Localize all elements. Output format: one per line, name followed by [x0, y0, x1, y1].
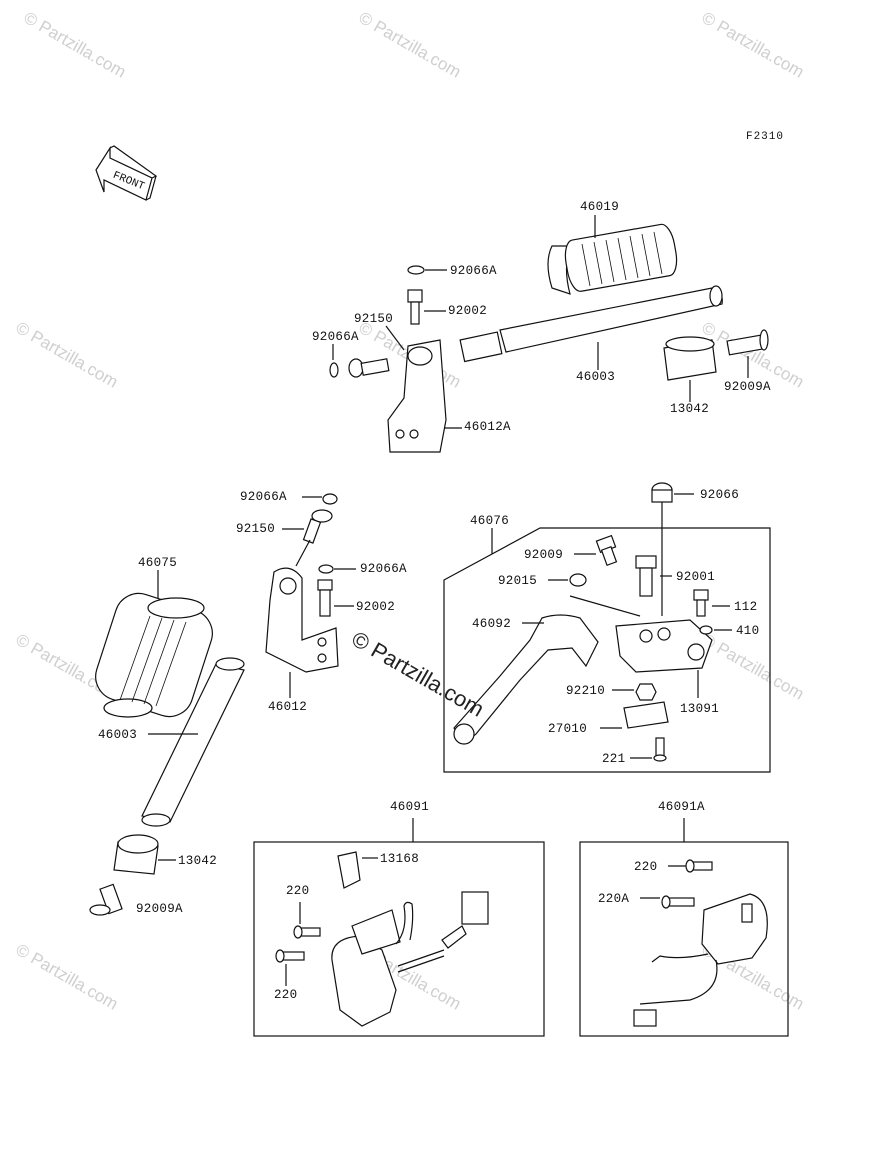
part-label: 220	[634, 860, 658, 874]
part-label: 92009A	[724, 380, 771, 394]
clip-13168	[337, 851, 361, 889]
part-label: 46003	[576, 370, 616, 384]
washer-410	[699, 625, 713, 635]
part-label: 220	[286, 884, 310, 898]
throttle-tube-46003	[141, 657, 245, 827]
washer-92066A	[407, 265, 425, 275]
bolt-112	[693, 589, 709, 617]
part-label: 13042	[670, 402, 710, 416]
part-label: 92066A	[240, 490, 287, 504]
cap-92066	[651, 482, 673, 503]
switch-27010	[623, 701, 669, 729]
washer-92066A	[318, 564, 334, 574]
bolt-92150	[348, 358, 390, 378]
part-label: 46076	[470, 514, 510, 528]
throttle-tube-46003	[459, 285, 723, 363]
part-label: 46012A	[464, 420, 511, 434]
bracket-46012A	[387, 339, 447, 453]
part-label: 92150	[354, 312, 394, 326]
part-label: 46091	[390, 800, 430, 814]
part-label: 220A	[598, 892, 630, 906]
screw-220	[293, 925, 321, 939]
lever-bracket-13091	[615, 619, 713, 673]
left-switch-box	[253, 841, 545, 1037]
part-label: 92009A	[136, 902, 183, 916]
part-label: 92210	[566, 684, 606, 698]
screw-220A	[661, 895, 695, 909]
washer-92066A	[329, 362, 339, 378]
bolt-92009A	[726, 329, 769, 356]
washer-92066A	[322, 493, 338, 505]
part-label: 92066A	[312, 330, 359, 344]
part-label: 46019	[580, 200, 620, 214]
switch-housing-46091	[331, 891, 489, 1027]
part-label: 92002	[448, 304, 488, 318]
bolt-92002	[407, 289, 423, 325]
part-label: 112	[734, 600, 758, 614]
part-label: 410	[736, 624, 760, 638]
part-label: 13042	[178, 854, 218, 868]
screw-220	[685, 859, 713, 873]
part-label: 92066A	[450, 264, 497, 278]
part-label: 46075	[138, 556, 178, 570]
part-label: 46012	[268, 700, 308, 714]
bolt-92150	[302, 509, 333, 544]
nut-92210	[635, 683, 657, 701]
screw-221	[653, 737, 667, 762]
screw-220	[275, 949, 305, 963]
bolt-92001	[635, 555, 657, 597]
part-label: 92150	[236, 522, 276, 536]
switch-housing-46091A	[633, 893, 768, 1027]
part-label: 92009	[524, 548, 564, 562]
right-grip-46019	[547, 223, 678, 295]
part-label: 46003	[98, 728, 138, 742]
lever-46092	[453, 614, 599, 745]
pivot-92015	[569, 573, 587, 587]
part-label: 92015	[498, 574, 538, 588]
part-label: 46091A	[658, 800, 705, 814]
part-label: 27010	[548, 722, 588, 736]
part-label: 220	[274, 988, 298, 1002]
bolt-92002	[317, 579, 333, 617]
bolt-92009A	[89, 883, 123, 916]
bracket-46012	[265, 567, 339, 673]
lever-assembly-box	[443, 527, 771, 773]
part-label: 13091	[680, 702, 720, 716]
front-arrow-icon: FRONT	[95, 145, 158, 201]
collar-13042	[113, 834, 159, 875]
left-grip-46075	[95, 592, 213, 718]
bolt-92009	[595, 534, 618, 566]
part-label: 13168	[380, 852, 420, 866]
part-label: 46092	[472, 617, 512, 631]
figure-code: F2310	[745, 131, 784, 143]
part-label: 92002	[356, 600, 396, 614]
part-label: 221	[602, 752, 626, 766]
collar-13042	[663, 336, 717, 381]
part-label: 92066A	[360, 562, 407, 576]
part-label: 92001	[676, 570, 716, 584]
part-label: 92066	[700, 488, 740, 502]
